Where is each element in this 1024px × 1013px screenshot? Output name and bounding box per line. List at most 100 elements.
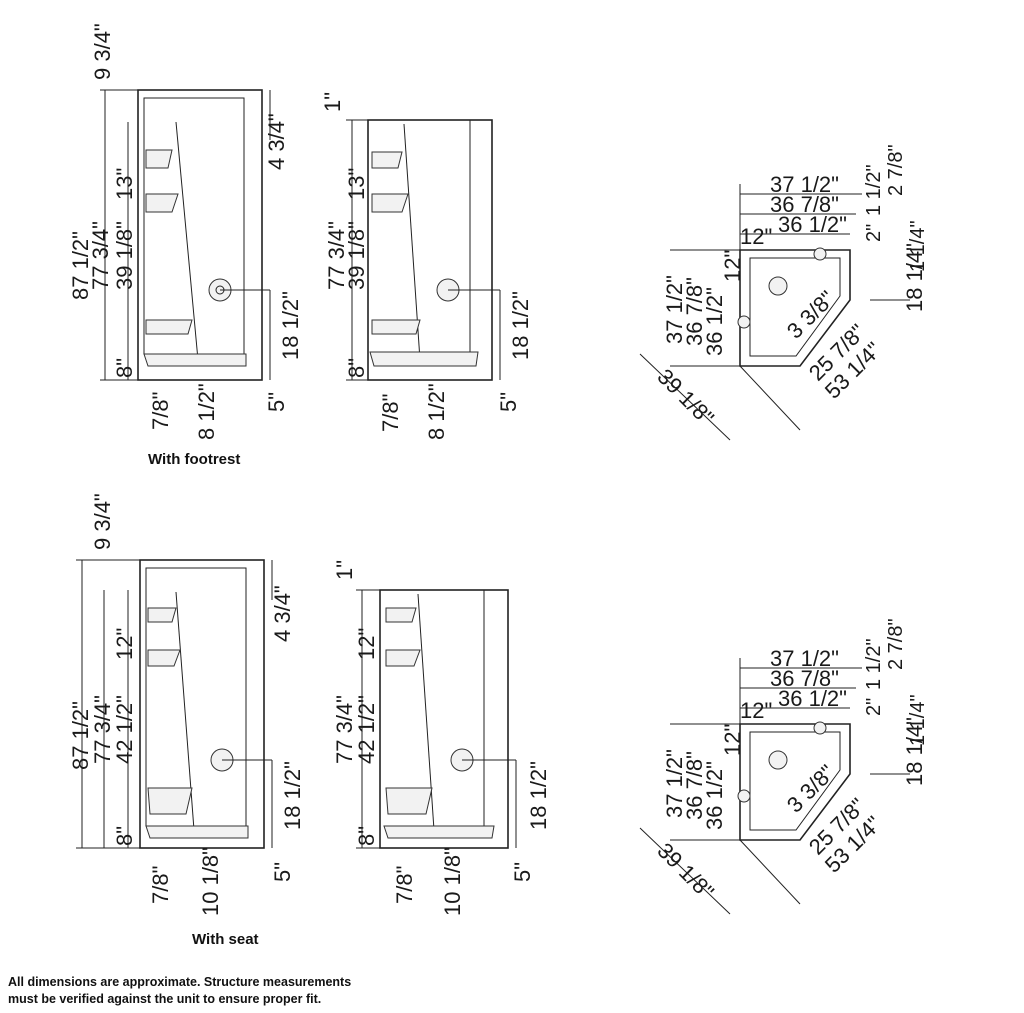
footrest-shape xyxy=(371,319,421,335)
plan-outline xyxy=(739,249,851,367)
valve-height-label: 18 1/2" xyxy=(278,291,303,360)
upper-shelf xyxy=(147,607,177,623)
plan-s1: 1 1/2" xyxy=(863,164,885,216)
footrest-plan-view: 37 1/2" 36 7/8" 36 1/2" 12" 12" 1 1/2" 2… xyxy=(639,144,929,441)
footrest-depth-label: 8 1/2" xyxy=(424,383,449,440)
base-lip-label: 7/8" xyxy=(392,866,417,904)
valve-height-label: 18 1/2" xyxy=(508,291,533,360)
threshold-label: 5" xyxy=(510,862,535,882)
base-lip-label: 7/8" xyxy=(148,866,173,904)
footrest-depth-label: 8 1/2" xyxy=(194,383,219,440)
middle-shelf xyxy=(371,193,409,213)
upper-shelf xyxy=(371,151,403,169)
plan-drain: 3 3/8" xyxy=(782,760,840,818)
plan-w2: 36 7/8" xyxy=(770,666,839,691)
top-gap-label: 9 3/4" xyxy=(90,493,115,550)
plan-diag: 39 1/8" xyxy=(652,364,718,430)
plan-d1: 37 1/2" xyxy=(662,749,687,818)
plan-w3: 36 1/2" xyxy=(778,686,847,711)
footrest-shape xyxy=(145,319,193,335)
plan-w2: 36 7/8" xyxy=(770,192,839,217)
disclaimer-line-2: must be verified against the unit to ens… xyxy=(8,992,322,1006)
upper-shelf xyxy=(385,607,417,623)
drain-icon xyxy=(768,276,788,296)
base-height-label: 8" xyxy=(354,826,379,846)
plan-offset1: 12" xyxy=(740,224,772,249)
seat-depth-label: 10 1/8" xyxy=(198,847,223,916)
upper-shelf-label: 12" xyxy=(354,628,379,660)
base-tray xyxy=(145,825,249,839)
plan-right: 18 1/4" xyxy=(902,243,927,312)
valve-height-label: 18 1/2" xyxy=(526,761,551,830)
plan-d3: 36 1/2" xyxy=(702,287,727,356)
upper-shelf-label: 13" xyxy=(112,168,137,200)
threshold-label: 5" xyxy=(496,392,521,412)
seat-shape xyxy=(147,787,193,815)
upper-shelf-label: 12" xyxy=(112,628,137,660)
middle-shelf xyxy=(385,649,421,667)
panel-height-label: 77 3/4" xyxy=(324,221,349,290)
plan-d1: 37 1/2" xyxy=(662,275,687,344)
seat-depth-label: 10 1/8" xyxy=(440,847,465,916)
upper-shelf-label: 13" xyxy=(344,168,369,200)
shelf-height-label: 39 1/8" xyxy=(112,221,137,290)
side-top-label: 4 3/4" xyxy=(270,585,295,642)
disclaimer-line-1: All dimensions are approximate. Structur… xyxy=(8,975,352,989)
top-gap-label: 1" xyxy=(332,560,357,580)
shelf-height-label: 42 1/2" xyxy=(112,695,137,764)
plan-offset2: 12" xyxy=(720,724,745,756)
plan-d2: 36 7/8" xyxy=(682,751,707,820)
footrest-front-view: 9 3/4" 87 1/2" 77 3/4" 39 1/8" 13" 4 3/4… xyxy=(68,23,303,440)
base-tray xyxy=(369,351,479,367)
enclosure-outline xyxy=(137,89,263,381)
footrest-side-view: 1" 77 3/4" 39 1/8" 13" 18 1/2" 8" 7/8" 8… xyxy=(320,92,533,440)
seat-front-view: 9 3/4" 87 1/2" 77 3/4" 42 1/2" 12" 4 3/4… xyxy=(68,493,305,916)
shelf-height-label: 42 1/2" xyxy=(354,695,379,764)
plan-s2: 2 7/8" xyxy=(885,144,907,196)
plan-diag: 39 1/8" xyxy=(652,838,718,904)
total-height-label: 87 1/2" xyxy=(68,701,93,770)
base-lip-label: 7/8" xyxy=(148,392,173,430)
threshold-label: 5" xyxy=(270,862,295,882)
threshold-label: 5" xyxy=(264,392,289,412)
plan-s3: 1 1/4" xyxy=(907,694,929,746)
enclosure-outline xyxy=(139,559,265,849)
plan-s4: 2" xyxy=(863,224,885,242)
footrest-caption: With footrest xyxy=(148,451,240,468)
plan-w1: 37 1/2" xyxy=(770,646,839,671)
plan-w1: 37 1/2" xyxy=(770,172,839,197)
plan-s4: 2" xyxy=(863,698,885,716)
plan-s2: 2 7/8" xyxy=(885,618,907,670)
base-lip-label: 7/8" xyxy=(378,394,403,432)
seat-caption: With seat xyxy=(192,931,259,948)
plan-right: 18 1/4" xyxy=(902,717,927,786)
plan-drain: 3 3/8" xyxy=(782,286,840,344)
plan-d3: 36 1/2" xyxy=(702,761,727,830)
top-gap-label: 1" xyxy=(320,92,345,112)
base-tray xyxy=(383,825,495,839)
seat-side-view: 1" 77 3/4" 42 1/2" 12" 18 1/2" 8" 7/8" 1… xyxy=(332,560,551,916)
base-height-label: 8" xyxy=(112,826,137,846)
plan-s3: 1 1/4" xyxy=(907,220,929,272)
plan-d2: 36 7/8" xyxy=(682,277,707,346)
enclosure-outline xyxy=(367,119,493,381)
seat-plan-view: 37 1/2" 36 7/8" 36 1/2" 12" 12" 1 1/2" 2… xyxy=(639,618,929,915)
disclaimer: All dimensions are approximate. Structur… xyxy=(8,974,428,1008)
base-tray xyxy=(143,353,247,367)
plan-offset2: 12" xyxy=(720,250,745,282)
upper-shelf xyxy=(145,149,173,169)
plan-offset1: 12" xyxy=(740,698,772,723)
base-height-label: 8" xyxy=(344,358,369,378)
valve-height-label: 18 1/2" xyxy=(280,761,305,830)
enclosure-outline xyxy=(379,589,509,849)
panel-height-label: 77 3/4" xyxy=(332,695,357,764)
panel-height-label: 77 3/4" xyxy=(90,695,115,764)
seat-shape xyxy=(385,787,433,815)
plan-s1: 1 1/2" xyxy=(863,638,885,690)
middle-shelf xyxy=(147,649,181,667)
top-gap-label: 9 3/4" xyxy=(90,23,115,80)
total-height-label: 87 1/2" xyxy=(68,231,93,300)
shelf-height-label: 39 1/8" xyxy=(344,221,369,290)
plan-w3: 36 1/2" xyxy=(778,212,847,237)
